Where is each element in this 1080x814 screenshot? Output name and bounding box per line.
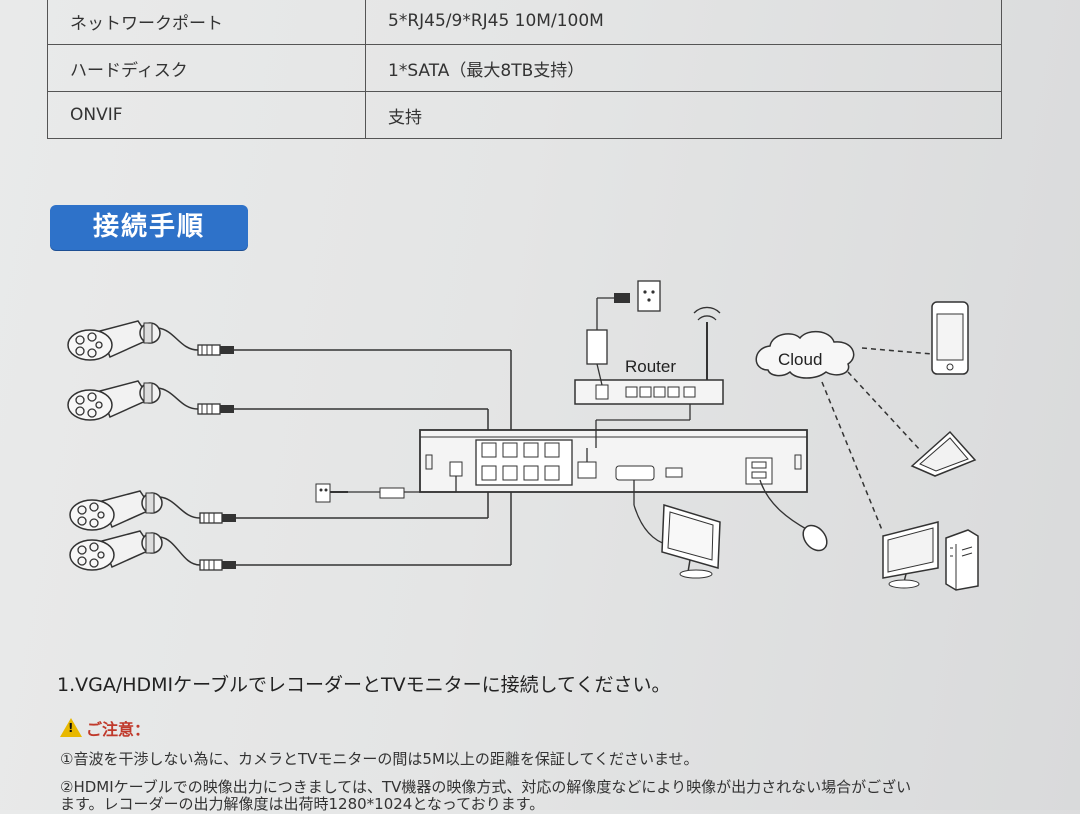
camera-1 (67, 320, 512, 432)
table-row: ネットワークポート 5*RJ45/9*RJ45 10M/100M (47, 0, 1002, 45)
nvr-power-adapter (315, 476, 457, 503)
table-row: ONVIF 支持 (47, 91, 1002, 139)
spec-table: ネットワークポート 5*RJ45/9*RJ45 10M/100M ハードディスク… (47, 0, 1002, 139)
monitor (633, 480, 721, 579)
spec-value: 支持 (365, 91, 1002, 139)
desktop-pc-icon (882, 521, 979, 591)
camera-3 (69, 490, 489, 531)
section-title: 接続手順 (50, 205, 248, 250)
note-item: ②HDMIケーブルでの映像出力につきましては、TV機器の映像方式、対応の解像度な… (60, 778, 912, 796)
table-row: ハードディスク 1*SATA（最大8TB支持） (47, 44, 1002, 92)
cloud-tablet-link (847, 371, 921, 451)
note-item: ます。レコーダーの出力解像度は出荷時1280*1024となっております。 (60, 795, 545, 813)
mouse (759, 479, 828, 552)
router-label: Router (625, 357, 676, 376)
spec-label: ネットワークポート (47, 0, 366, 45)
cloud-label: Cloud (778, 350, 822, 369)
router-power-adapter (586, 280, 661, 386)
spec-label: ONVIF (47, 91, 366, 139)
phone-icon (931, 301, 969, 375)
spec-value: 5*RJ45/9*RJ45 10M/100M (365, 0, 1002, 45)
instruction-text: 1.VGA/HDMIケーブルでレコーダーとTVモニターに接続してください。 (57, 674, 671, 696)
spec-value: 1*SATA（最大8TB支持） (365, 44, 1002, 92)
connection-diagram: Router Cloud (67, 280, 979, 591)
cloud-phone-link (861, 347, 933, 355)
camera-2 (67, 380, 489, 432)
router: Router (574, 306, 724, 462)
warning-icon (60, 718, 82, 737)
note-item: ①音波を干渉しない為に、カメラとTVモニターの間は5M以上の距離を保証してくださ… (60, 750, 699, 768)
nvr-recorder (419, 429, 808, 493)
cloud-pc-link (821, 381, 883, 531)
camera-4 (69, 492, 512, 571)
notes-title: ご注意： (60, 716, 150, 740)
tablet-icon (910, 430, 977, 477)
spec-label: ハードディスク (47, 44, 366, 92)
notes-title-text: ご注意： (86, 720, 151, 739)
cloud: Cloud (755, 330, 855, 379)
